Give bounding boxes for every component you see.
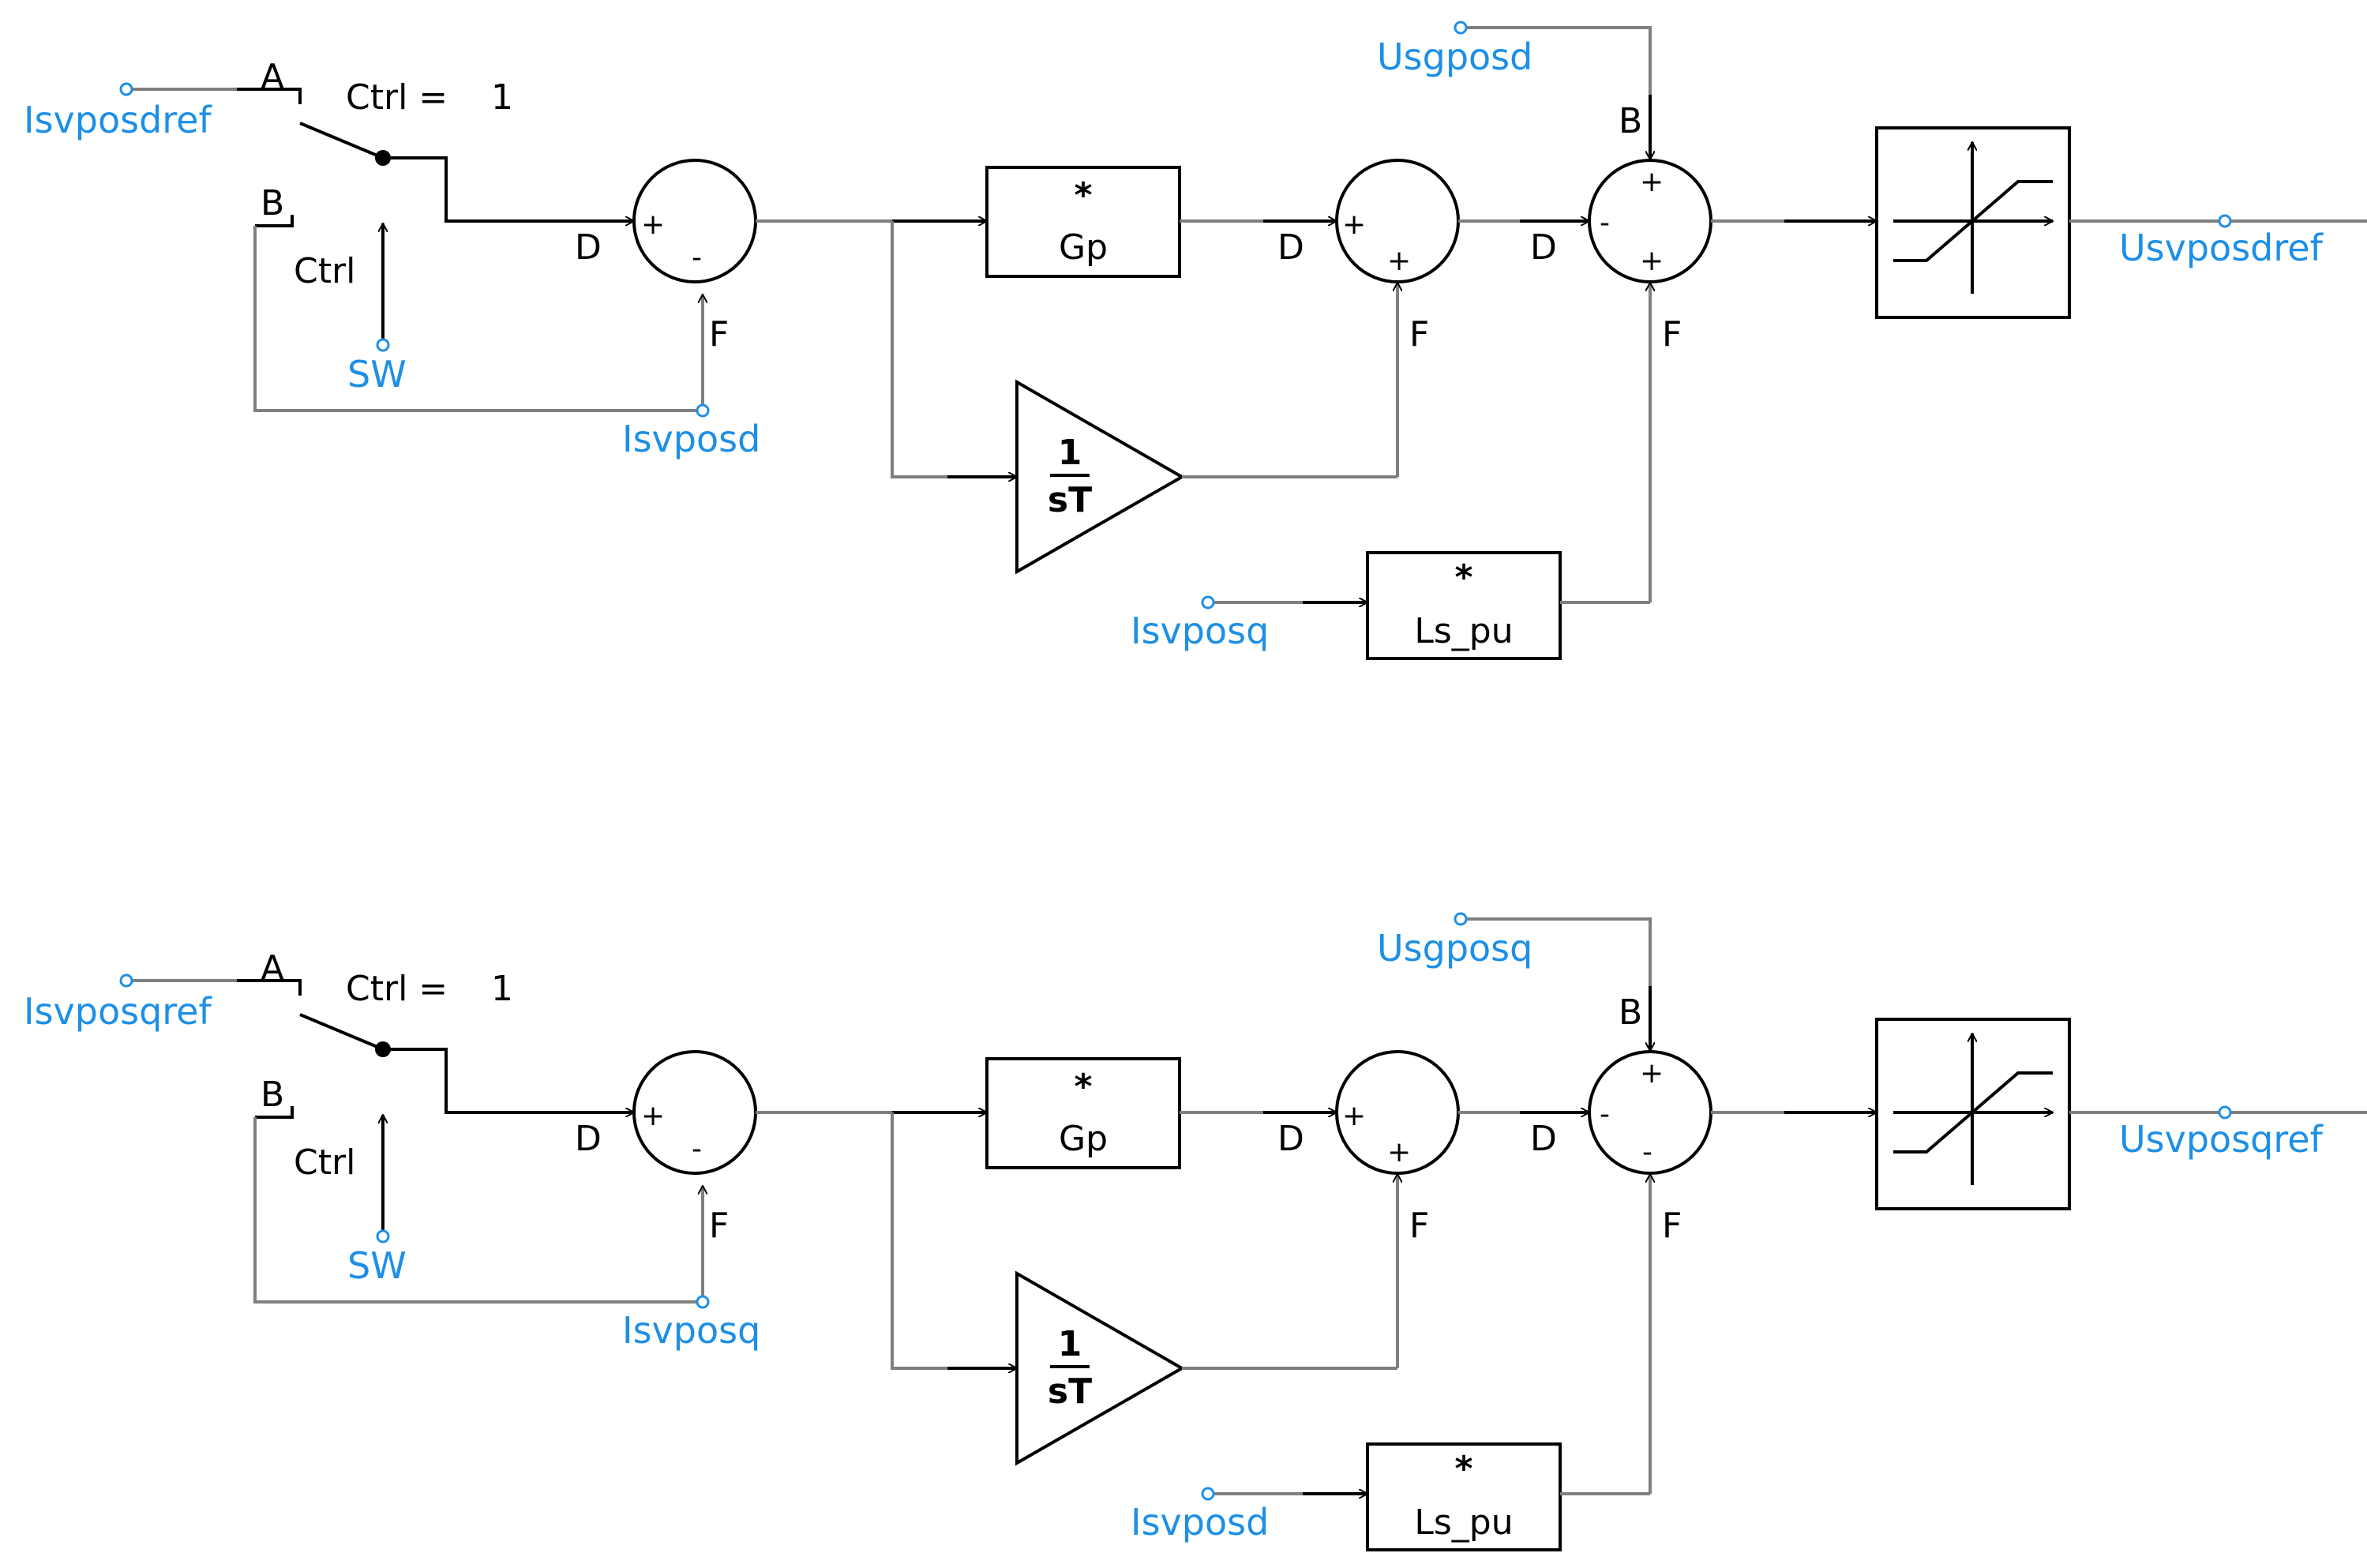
q-sum3-sign-left: - — [1600, 1098, 1610, 1131]
q-switch-ctrl-text: Ctrl = — [346, 969, 448, 1009]
d-sum2-port-f: F — [1409, 314, 1429, 354]
d-sum3-sign-bottom: + — [1640, 245, 1664, 277]
d-sum3-sign-left: - — [1600, 207, 1610, 239]
q-sw-port[interactable] — [376, 1229, 390, 1244]
q-gp-symbol: * — [1074, 1067, 1092, 1107]
q-output-label: Usvposqref — [2119, 1118, 2324, 1161]
q-switch-input-a-label: A — [261, 948, 284, 988]
d-gp-symbol: * — [1074, 175, 1092, 216]
d-switch-ctrl-label: Ctrl — [294, 251, 355, 291]
d-sw-label: SW — [347, 353, 407, 396]
q-voltage-ff-port[interactable] — [1454, 912, 1468, 926]
d-integrator-block[interactable] — [1015, 379, 1186, 575]
d-output-port[interactable] — [2218, 214, 2232, 228]
q-sum2-port-f: F — [1409, 1206, 1429, 1246]
q-feedback-label: Isvposq — [622, 1309, 760, 1352]
q-sum2-port-d: D — [1277, 1119, 1304, 1159]
d-gp-label: Gp — [1059, 227, 1108, 268]
q-sum1-sign-left: + — [641, 1100, 665, 1132]
d-sum3-sign-top: + — [1640, 166, 1664, 198]
q-sum3-sign-bottom: - — [1642, 1136, 1652, 1168]
d-sum3-port-d: D — [1530, 227, 1557, 268]
d-feedback-label: Isvposd — [622, 418, 760, 460]
q-output-port[interactable] — [2218, 1105, 2232, 1120]
q-sum1-sign-bottom: - — [692, 1133, 702, 1165]
q-axis-switch[interactable]: A B Ctrl = 1 Ctrl — [237, 948, 513, 1231]
d-inductance-gain-block[interactable] — [1366, 551, 1562, 660]
d-switch-input-b-label: B — [261, 183, 284, 223]
d-output-label: Usvposdref — [2119, 227, 2324, 269]
q-sum1-port-d: D — [575, 1119, 602, 1159]
d-sum2-sign-bottom: + — [1387, 245, 1411, 277]
q-gp-label: Gp — [1059, 1119, 1108, 1159]
d-integrator-num: 1 — [1058, 433, 1082, 473]
q-integrator-block[interactable] — [1015, 1270, 1186, 1466]
d-axis-controller: A B Ctrl = 1 Ctrl Isvposdref SW Isvposd … — [24, 21, 2367, 660]
q-cross-input-label: Isvposd — [1131, 1501, 1269, 1544]
d-switch-ctrl-value: 1 — [491, 77, 513, 118]
d-sum2-sign-left: + — [1342, 208, 1366, 241]
d-ls-symbol: * — [1454, 557, 1472, 598]
q-inductance-gain-block[interactable] — [1366, 1442, 1562, 1551]
d-sum3-port-b: B — [1619, 101, 1642, 141]
q-voltage-ff-label: Usgposq — [1377, 927, 1532, 970]
q-cross-input-port[interactable] — [1201, 1487, 1215, 1501]
d-sum1-sign-bottom: - — [692, 242, 702, 274]
q-feedback-port[interactable] — [696, 1295, 710, 1309]
d-voltage-ff-port[interactable] — [1454, 21, 1468, 35]
d-voltage-ff-label: Usgposd — [1377, 36, 1532, 78]
d-sw-port[interactable] — [376, 338, 390, 352]
q-integrator-num: 1 — [1058, 1324, 1082, 1364]
q-sum1-port-f: F — [709, 1206, 729, 1246]
d-sum1-port-f: F — [709, 314, 729, 354]
q-integrator-den: sT — [1048, 1371, 1092, 1412]
q-proportional-gain-block[interactable] — [985, 1057, 1181, 1169]
d-axis-switch[interactable]: A B Ctrl = 1 Ctrl — [237, 57, 513, 339]
q-sum2-sign-bottom: + — [1387, 1136, 1411, 1168]
d-proportional-gain-block[interactable] — [985, 166, 1181, 278]
d-sum2-port-d: D — [1277, 227, 1304, 268]
d-ls-label: Ls_pu — [1414, 611, 1513, 651]
q-sum3-port-f: F — [1662, 1206, 1682, 1246]
q-switch-ctrl-value: 1 — [491, 969, 513, 1009]
q-ref-input-label: Isvposqref — [24, 990, 212, 1033]
q-switch-input-b-label: B — [261, 1075, 284, 1115]
q-sum3-port-b: B — [1619, 992, 1642, 1033]
d-ref-input-label: Isvposdref — [24, 99, 212, 141]
q-switch-ctrl-label: Ctrl — [294, 1142, 355, 1183]
d-sum1-port-d: D — [575, 227, 602, 268]
q-sum3-port-d: D — [1530, 1119, 1557, 1159]
q-axis-controller: A B Ctrl = 1 Ctrl Isvposqref SW Isvposq … — [24, 912, 2367, 1551]
d-ref-input-port[interactable] — [119, 82, 133, 96]
d-sum1-sign-left: + — [641, 208, 665, 241]
d-switch-input-a-label: A — [261, 57, 284, 97]
q-ls-label: Ls_pu — [1414, 1502, 1513, 1543]
q-ls-symbol: * — [1454, 1449, 1472, 1489]
d-feedback-port[interactable] — [696, 403, 710, 418]
q-sw-label: SW — [347, 1244, 407, 1287]
q-sum2-sign-left: + — [1342, 1100, 1366, 1132]
d-cross-input-port[interactable] — [1201, 595, 1215, 610]
q-sum3-sign-top: + — [1640, 1057, 1664, 1090]
d-integrator-den: sT — [1048, 480, 1092, 520]
d-sum3-port-f: F — [1662, 314, 1682, 354]
d-cross-input-label: Isvposq — [1131, 610, 1269, 652]
d-switch-ctrl-text: Ctrl = — [346, 77, 448, 118]
q-ref-input-port[interactable] — [119, 973, 133, 988]
